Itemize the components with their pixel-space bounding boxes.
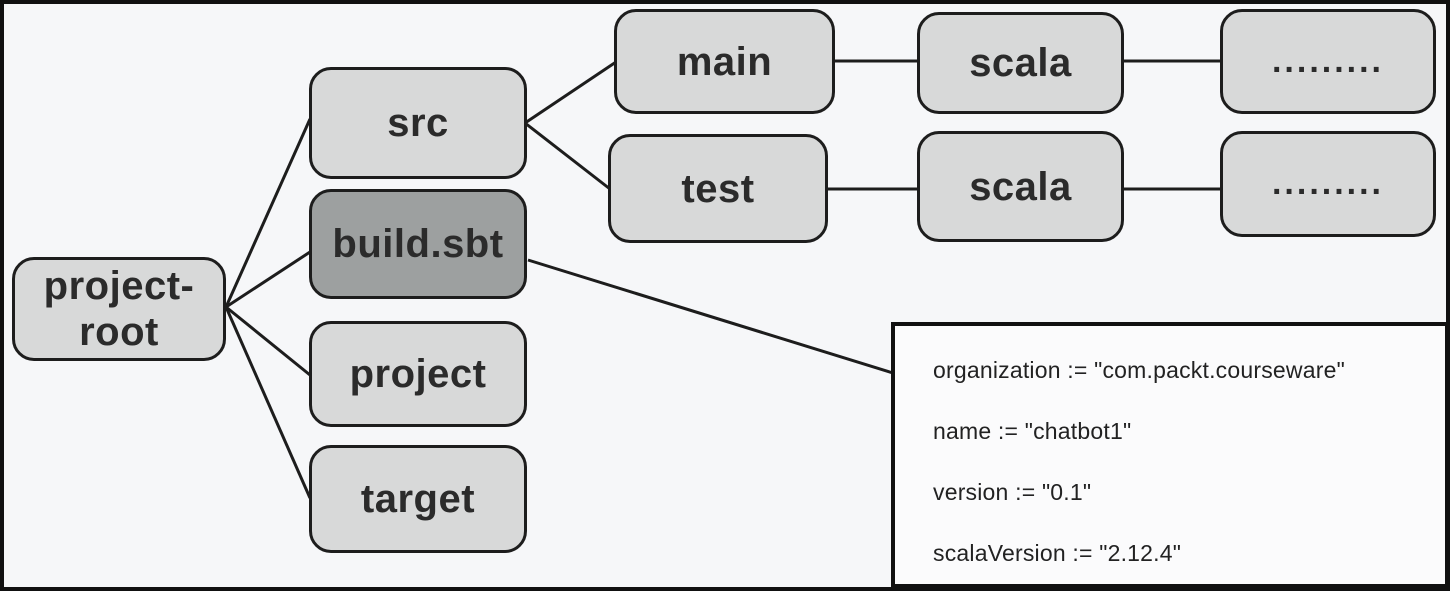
node-scala-test: scala	[917, 131, 1124, 242]
node-test: test	[608, 134, 828, 243]
node-target-label: target	[360, 477, 476, 521]
node-main: main	[614, 9, 835, 114]
build-sbt-contents-panel: organization := "com.packt.courseware" n…	[891, 322, 1446, 587]
edge-src-main	[524, 60, 617, 125]
code-line-version: version := "0.1"	[933, 479, 1092, 505]
edge-project-root-project	[225, 305, 311, 377]
node-scala-main-label: scala	[969, 41, 1072, 85]
node-project: project	[309, 321, 527, 427]
node-project-label: project	[349, 352, 487, 396]
node-project-root: project-root	[12, 257, 226, 361]
code-line-organization: organization := "com.packt.courseware"	[933, 357, 1345, 383]
edge-project-root-build	[225, 250, 311, 309]
node-src-label: src	[387, 101, 449, 145]
edge-build-code-panel	[527, 258, 894, 375]
edge-src-test	[524, 121, 611, 191]
code-line-scalaversion: scalaVersion := "2.12.4"	[933, 540, 1182, 566]
node-scala-main: scala	[917, 12, 1124, 114]
node-scala-test-label: scala	[969, 164, 1072, 209]
edge-project-root-target	[224, 306, 312, 499]
node-test-label: test	[681, 166, 755, 211]
node-ellipsis-main: .........	[1220, 9, 1436, 114]
node-project-root-label: project-root	[43, 264, 195, 354]
node-ellipsis-main-label: .........	[1271, 41, 1385, 80]
node-ellipsis-test-label: .........	[1271, 164, 1385, 203]
code-line-name: name := "chatbot1"	[933, 418, 1132, 444]
node-target: target	[309, 445, 527, 553]
node-src: src	[309, 67, 527, 179]
edge-project-root-src	[224, 118, 312, 308]
node-ellipsis-test: .........	[1220, 131, 1436, 237]
node-build-sbt: build.sbt	[309, 189, 527, 299]
node-build-sbt-label: build.sbt	[332, 222, 504, 266]
node-main-label: main	[676, 39, 773, 84]
